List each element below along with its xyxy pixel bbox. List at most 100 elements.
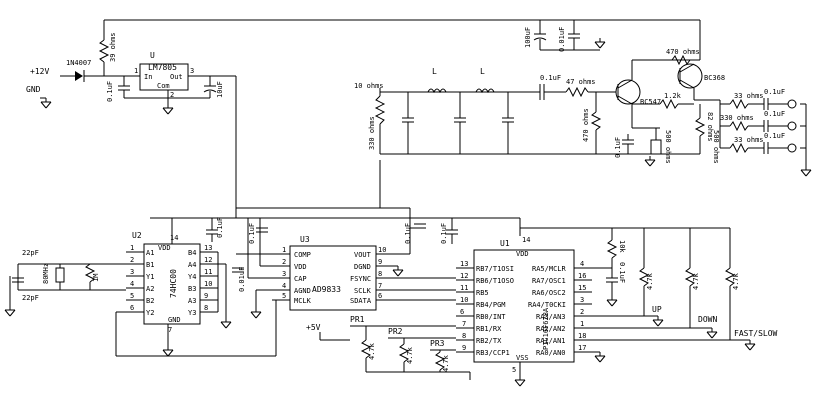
svg-text:2: 2: [130, 256, 134, 264]
svg-text:MCLK: MCLK: [294, 297, 312, 305]
svg-text:11: 11: [204, 268, 212, 276]
regulator-box: [139, 63, 189, 91]
u2-ref: U2: [132, 231, 142, 240]
svg-text:2: 2: [282, 258, 286, 266]
svg-text:Y2: Y2: [146, 309, 154, 317]
u2-pin-b2: B2 5: [126, 292, 154, 305]
reg-p2: 2: [170, 91, 174, 99]
svg-text:7: 7: [462, 320, 466, 328]
gnd-label: GND: [26, 85, 41, 94]
filter-section: 10 ohms L L 330 ohms 0.1uF 47 ohms 47: [354, 67, 620, 155]
svg-text:2: 2: [580, 308, 584, 316]
output-terminal-1[interactable]: [787, 99, 797, 109]
u2-p7: 7: [168, 326, 172, 334]
u1-part: PIC16F628A: [542, 307, 550, 350]
r39-resistor: [98, 39, 110, 63]
r47k-c-label: 4.7k: [732, 272, 740, 290]
diode-symbol: [75, 71, 83, 81]
u1-box: [473, 249, 575, 363]
svg-text:10: 10: [204, 280, 212, 288]
svg-text:RB4/PGM: RB4/PGM: [476, 301, 506, 309]
u2-pin-y1: Y13: [126, 268, 154, 281]
svg-text:9: 9: [204, 292, 208, 300]
svg-text:COMP: COMP: [294, 251, 311, 259]
svg-text:RA4/T0CKI: RA4/T0CKI: [528, 301, 566, 309]
svg-text:3: 3: [282, 270, 286, 278]
svg-text:8: 8: [204, 304, 208, 312]
svg-text:RA0/AN0: RA0/AN0: [536, 349, 566, 357]
svg-text:RA6/OSC2: RA6/OSC2: [532, 289, 566, 297]
svg-text:5: 5: [130, 292, 134, 300]
u2-p14: 14: [170, 234, 178, 242]
svg-text:RB5: RB5: [476, 289, 489, 297]
pr2-label: PR2: [388, 327, 403, 336]
r39-label: 39 ohms: [109, 32, 117, 62]
svg-text:Y4: Y4: [188, 273, 196, 281]
svg-text:4: 4: [282, 282, 286, 290]
c-u3c-label: 0.1uF: [404, 223, 412, 244]
svg-text:RB1/RX: RB1/RX: [476, 325, 502, 333]
c-dec-label: 0.01uF: [558, 27, 566, 52]
svg-text:12: 12: [460, 272, 468, 280]
svg-text:10: 10: [460, 296, 468, 304]
fast-slow-label: FAST/SLOW: [734, 329, 778, 338]
r330b-label: 330 ohms: [720, 114, 754, 122]
svg-text:Y3: Y3: [188, 309, 196, 317]
svg-text:RA3/AN3: RA3/AN3: [536, 313, 566, 321]
crystal-oscillator: 22pF 22pF 80MHz 1M: [4, 249, 290, 357]
reg-part: LM7805: [148, 63, 177, 72]
cap22a-label: 22pF: [22, 249, 39, 257]
r10-label: 10 ohms: [354, 82, 384, 90]
q2-label: BC368: [704, 74, 725, 82]
svg-text:1: 1: [580, 320, 584, 328]
up-label: UP: [652, 305, 662, 314]
reg-com: Com: [157, 82, 170, 90]
svg-text:17: 17: [578, 344, 586, 352]
u2-pin-a1: A11: [126, 244, 154, 257]
r12k-resistor: [659, 98, 679, 110]
svg-text:A1: A1: [146, 249, 154, 257]
cap22b-label: 22pF: [22, 294, 39, 302]
output-terminal-3[interactable]: [787, 143, 797, 153]
u2-pin-a2: A24: [126, 280, 154, 293]
u2-gnd: GND: [168, 316, 181, 324]
crystal: [55, 267, 65, 283]
u-ref: U: [150, 51, 155, 60]
c-in-label: 0.1uF: [106, 81, 114, 102]
u1-pin-ra3: RA3/AN3 2: [536, 308, 592, 321]
r47k-b-label: 4.7k: [692, 272, 700, 290]
c-out-label: 10uF: [216, 81, 224, 98]
c-o2-label: 0.1uF: [764, 110, 785, 118]
r47-label: 47 ohms: [566, 78, 596, 86]
svg-text:3: 3: [130, 268, 134, 276]
r10k-label: 10k: [618, 240, 626, 253]
svg-text:6: 6: [378, 292, 382, 300]
svg-text:B2: B2: [146, 297, 154, 305]
svg-text:RA5/MCLR: RA5/MCLR: [532, 265, 567, 273]
u3-part: AD9833: [312, 285, 341, 294]
output-terminal-2[interactable]: [787, 121, 797, 131]
u2-vdd: VDD: [158, 244, 171, 252]
r47k-c-resistor: [724, 267, 736, 287]
reg-p3: 3: [190, 67, 194, 75]
u2-pin-y3: Y3 8: [188, 304, 218, 317]
q1-transistor: [615, 79, 641, 105]
c-bulk-label: 100uF: [524, 27, 532, 48]
pot-500: [650, 139, 662, 155]
svg-text:5: 5: [282, 292, 286, 300]
r33b-resistor: [729, 142, 749, 154]
